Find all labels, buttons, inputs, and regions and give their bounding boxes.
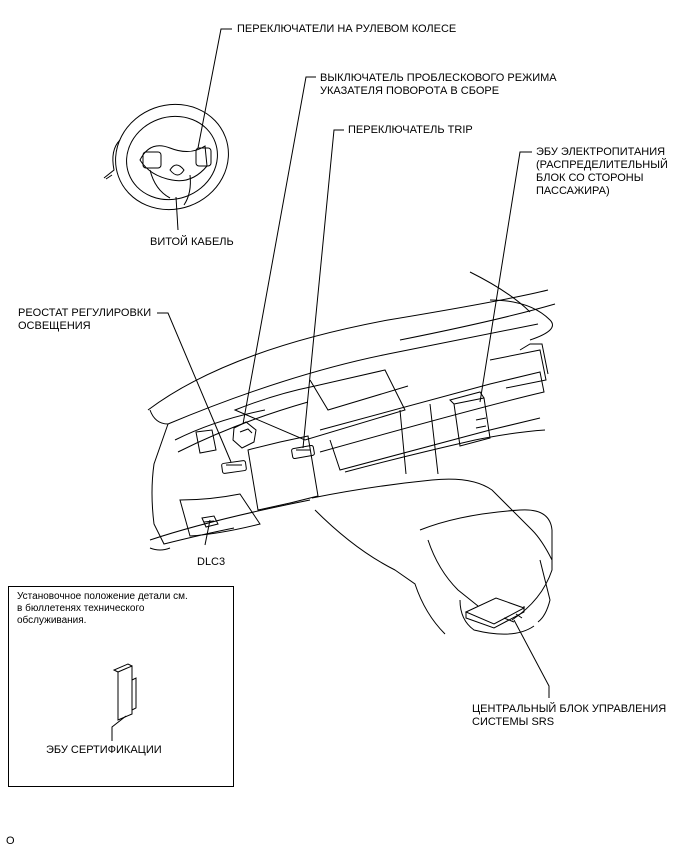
label-spiral-cable: ВИТОЙ КАБЕЛЬ	[150, 236, 234, 248]
label-hazard-switch: ВЫКЛЮЧАТЕЛЬ ПРОБЛЕСКОВОГО РЕЖИМА УКАЗАТЕ…	[320, 72, 557, 97]
label-trip-switch: ПЕРЕКЛЮЧАТЕЛЬ TRIP	[348, 124, 473, 136]
label-srs-unit: ЦЕНТРАЛЬНЫЙ БЛОК УПРАВЛЕНИЯ СИСТЕМЫ SRS	[472, 703, 667, 728]
srs-unit-part	[464, 597, 526, 629]
certification-ecu-part	[112, 663, 137, 721]
rheostat-part	[221, 460, 247, 474]
label-power-ecu: ЭБУ ЭЛЕКТРОПИТАНИЯ (РАСПРЕДЕЛИТЕЛЬНЫЙ БЛ…	[536, 146, 668, 197]
label-certification-ecu: ЭБУ СЕРТИФИКАЦИИ	[46, 744, 162, 756]
leader-lines	[111, 28, 550, 741]
hazard-switch-part	[232, 421, 257, 449]
center-console	[311, 478, 553, 635]
label-steering-switches: ПЕРЕКЛЮЧАТЕЛИ НА РУЛЕВОМ КОЛЕСЕ	[237, 23, 457, 35]
steering-wheel	[103, 103, 229, 211]
label-rheostat: РЕОСТАТ РЕГУЛИРОВКИ ОСВЕЩЕНИЯ	[18, 307, 152, 332]
power-ecu-part	[449, 391, 491, 447]
certification-ecu-inset: Установочное положение детали см. в бюлл…	[8, 586, 234, 787]
trip-switch-part	[291, 444, 315, 460]
instrument-panel	[147, 271, 556, 551]
label-dlc3: DLC3	[197, 556, 226, 568]
dlc3-part	[201, 515, 219, 528]
page-footer-mark: O	[6, 835, 15, 847]
inset-note: Установочное положение детали см. в бюлл…	[17, 591, 188, 626]
